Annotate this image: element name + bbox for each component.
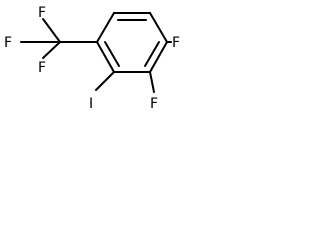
ring-bond-upper-right bbox=[149, 12, 168, 43]
bond-cf3-to-f-bottom bbox=[42, 41, 61, 59]
bond-cf3-to-f-top bbox=[42, 18, 61, 43]
atom-f-top: F bbox=[38, 5, 46, 21]
atom-f-ring-top: F bbox=[172, 35, 180, 51]
bond-ring-to-f-bottom-right bbox=[149, 71, 155, 93]
atom-f-ring-bottom: F bbox=[150, 96, 158, 112]
structure-diagram: F F F F F I bbox=[4, 5, 180, 112]
ring-bond-lower-left bbox=[96, 41, 115, 73]
benzene-ring bbox=[96, 12, 168, 73]
trifluoromethyl-group bbox=[20, 18, 98, 59]
atom-f-bottom: F bbox=[38, 60, 46, 76]
ring-bond-upper-left bbox=[96, 12, 115, 43]
ring-double-bond-left bbox=[104, 41, 120, 67]
bond-ring-to-iodine bbox=[95, 71, 115, 91]
ring-bond-lower-right bbox=[149, 41, 168, 73]
atom-iodine: I bbox=[89, 96, 93, 112]
ring-double-bond-right bbox=[144, 41, 160, 67]
atom-f-left: F bbox=[4, 35, 12, 51]
